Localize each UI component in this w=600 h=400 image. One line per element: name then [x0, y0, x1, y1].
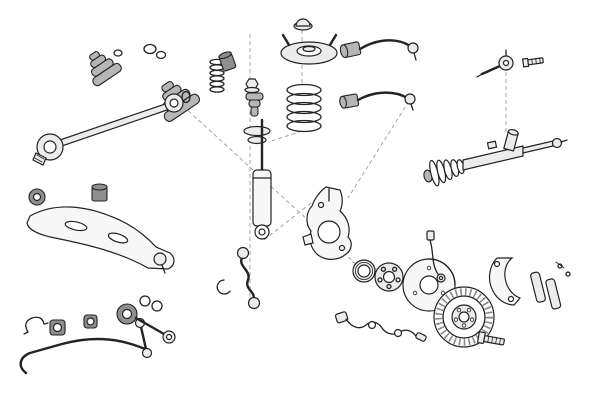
wheel-hub	[374, 262, 404, 292]
tie-rod-bolt	[521, 57, 544, 68]
shock-absorber	[252, 118, 272, 240]
brake-pads	[530, 271, 562, 310]
drive-shaft	[32, 90, 191, 166]
rack-boot	[429, 159, 465, 187]
abs-sensor-cable	[334, 311, 427, 342]
upper-control-arm-front	[339, 39, 419, 61]
upper-control-arm-rear	[339, 91, 416, 111]
rod-nut-washer	[244, 78, 260, 94]
lower-control-arm	[26, 183, 175, 274]
coil-spring	[286, 83, 322, 133]
steering-rack	[423, 128, 568, 187]
stabilizer-bar	[19, 337, 152, 375]
connecting-link	[236, 246, 261, 310]
tie-rod-end	[476, 49, 514, 78]
stabilizer-bushing-a	[49, 319, 66, 336]
stabilizer-clamp	[23, 316, 49, 335]
stabilizer-bushing-b	[83, 314, 98, 329]
caliper-carrier	[488, 257, 522, 306]
arm-bushings-small	[139, 295, 163, 312]
rear-lower-arm	[116, 303, 176, 344]
brake-hose	[426, 230, 446, 283]
wheel-bearing	[352, 259, 376, 283]
boot-clamps	[113, 43, 167, 60]
retaining-clip	[216, 279, 231, 295]
strut-top-nut	[293, 18, 313, 31]
spring-seat-washers	[243, 125, 271, 145]
steering-knuckle	[302, 186, 352, 260]
small-bushing	[218, 51, 237, 72]
strut-mount	[280, 33, 338, 65]
hub-bolt	[477, 331, 505, 346]
bump-stop	[245, 92, 264, 117]
pad-pins	[555, 261, 571, 277]
stabilizer-link	[134, 317, 153, 359]
cv-boot-small	[89, 51, 122, 87]
